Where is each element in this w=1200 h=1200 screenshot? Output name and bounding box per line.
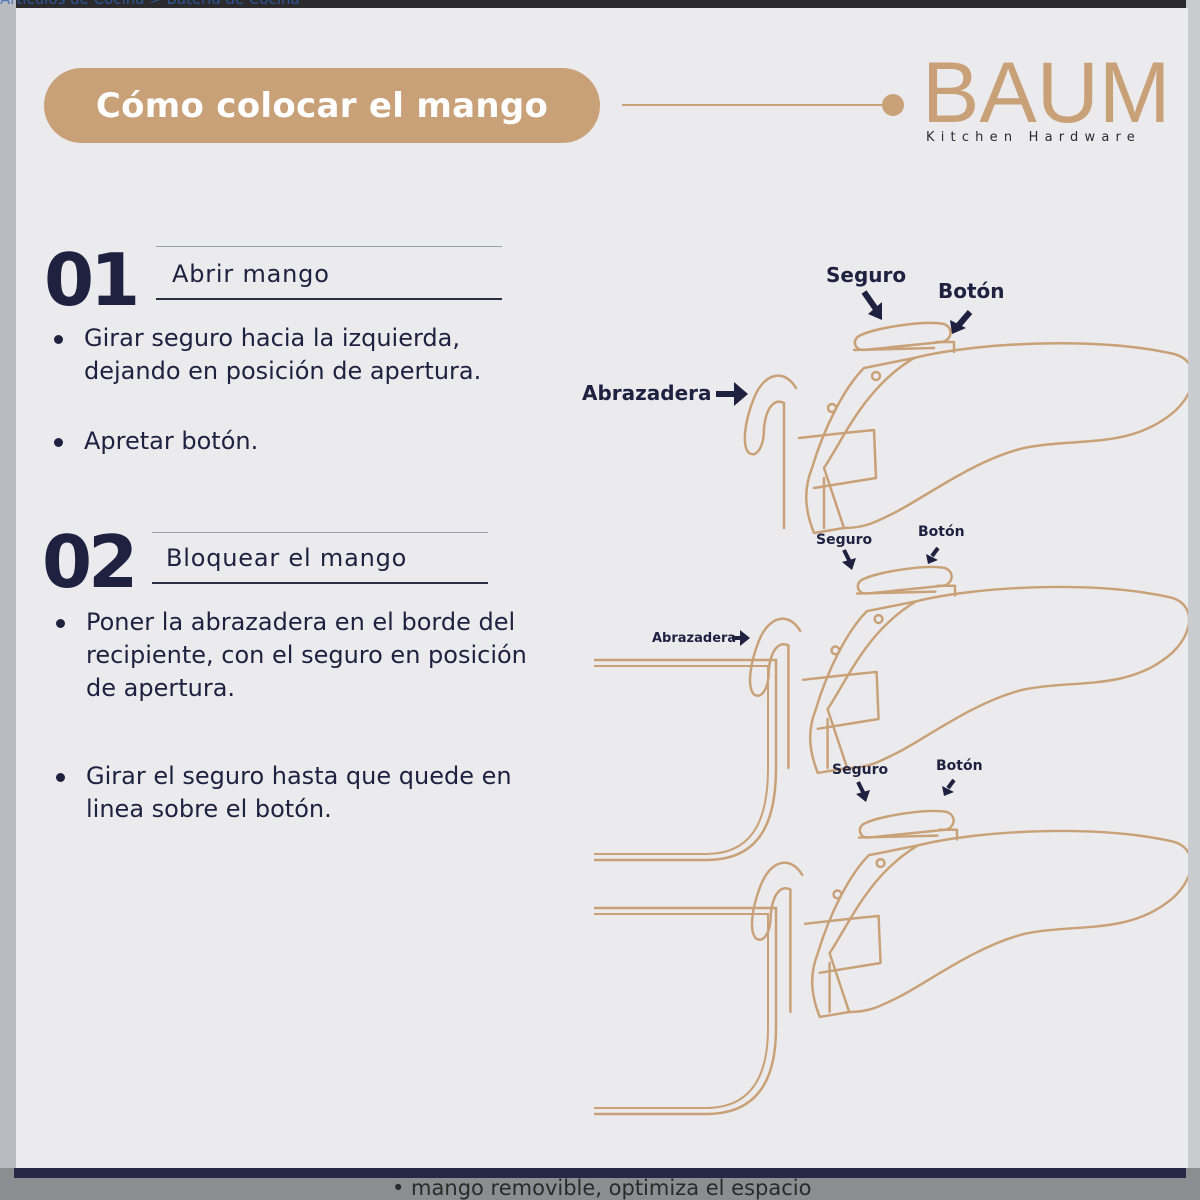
step-1-title: Abrir mango	[172, 260, 330, 288]
arrow-clamp-1-head	[734, 382, 748, 406]
pot-inner-1	[594, 665, 769, 855]
step-2-bullet-2: Girar el seguro hasta que quede en linea…	[56, 760, 556, 826]
step-2-number: 02	[42, 520, 138, 604]
image-modal: Cómo colocar el mango BAUM Kitchen Hardw…	[16, 8, 1188, 1168]
brand-name: BAUM	[922, 45, 1171, 141]
arrow-lock-2-head	[842, 558, 856, 570]
label-clamp-2: Abrazadera	[652, 631, 736, 646]
arrow-lock-3-head	[856, 790, 870, 802]
step-2-bottom-rule	[152, 582, 488, 584]
page-title: Cómo colocar el mango	[95, 85, 549, 126]
label-lock-1: Seguro	[826, 263, 906, 287]
arrow-clamp-2-head	[740, 630, 750, 646]
step-2-top-rule	[152, 532, 488, 533]
pot-outline-2	[594, 906, 778, 1116]
step-1-bullet-1: Girar seguro hacia la izquierda, dejando…	[54, 322, 544, 388]
arrow-button-3-head	[942, 786, 954, 796]
brand-tagline: Kitchen Hardware	[926, 130, 1141, 145]
label-clamp-1: Abrazadera	[582, 381, 712, 405]
step-1-top-rule	[156, 246, 502, 247]
backdrop-breadcrumb: Artículos de Cocina > Batería de Cocina	[0, 0, 1200, 10]
arrow-button-2-head	[926, 554, 938, 564]
title-banner: Cómo colocar el mango	[44, 68, 600, 143]
label-button-1: Botón	[938, 279, 1005, 303]
handle-illustration-clamped	[748, 565, 1188, 775]
arrow-button-2	[930, 546, 940, 558]
arrow-button-1	[955, 310, 973, 328]
backdrop-product-feature: • mango removible, optimiza el espacio	[392, 1176, 812, 1200]
label-lock-2: Seguro	[816, 532, 872, 548]
pot-inner-2	[594, 913, 769, 1109]
pot-outline-1	[594, 658, 778, 862]
handle-illustration-open	[743, 321, 1188, 535]
arrow-button-1-head	[950, 320, 966, 334]
backdrop-navy-strip	[14, 1168, 1186, 1178]
step-1-bottom-rule	[156, 298, 502, 300]
backdrop-left-edge	[0, 0, 16, 1200]
title-connector-line	[622, 104, 890, 106]
title-connector-dot	[882, 94, 904, 116]
handle-illustration-locked	[750, 809, 1188, 1019]
label-button-3: Botón	[936, 758, 983, 774]
brand-logo: BAUM Kitchen Hardware	[922, 48, 1172, 158]
backdrop-bottom	[0, 1168, 1200, 1200]
breadcrumb-text[interactable]: Artículos de Cocina > Batería de Cocina	[0, 0, 300, 8]
step-1-bullet-2: Apretar botón.	[54, 425, 544, 458]
backdrop-right-edge	[1186, 0, 1200, 1200]
label-lock-3: Seguro	[832, 762, 888, 778]
arrow-lock-1-head	[868, 302, 882, 320]
step-2-bullet-1: Poner la abrazadera en el borde del reci…	[56, 606, 556, 705]
step-2-title: Bloquear el mango	[166, 544, 408, 572]
step-1-number: 01	[44, 238, 140, 322]
label-button-2: Botón	[918, 524, 965, 540]
handle-illustrations: Seguro Botón Abrazadera Seguro Botón Abr…	[582, 263, 1188, 1116]
arrow-button-3	[946, 778, 956, 790]
